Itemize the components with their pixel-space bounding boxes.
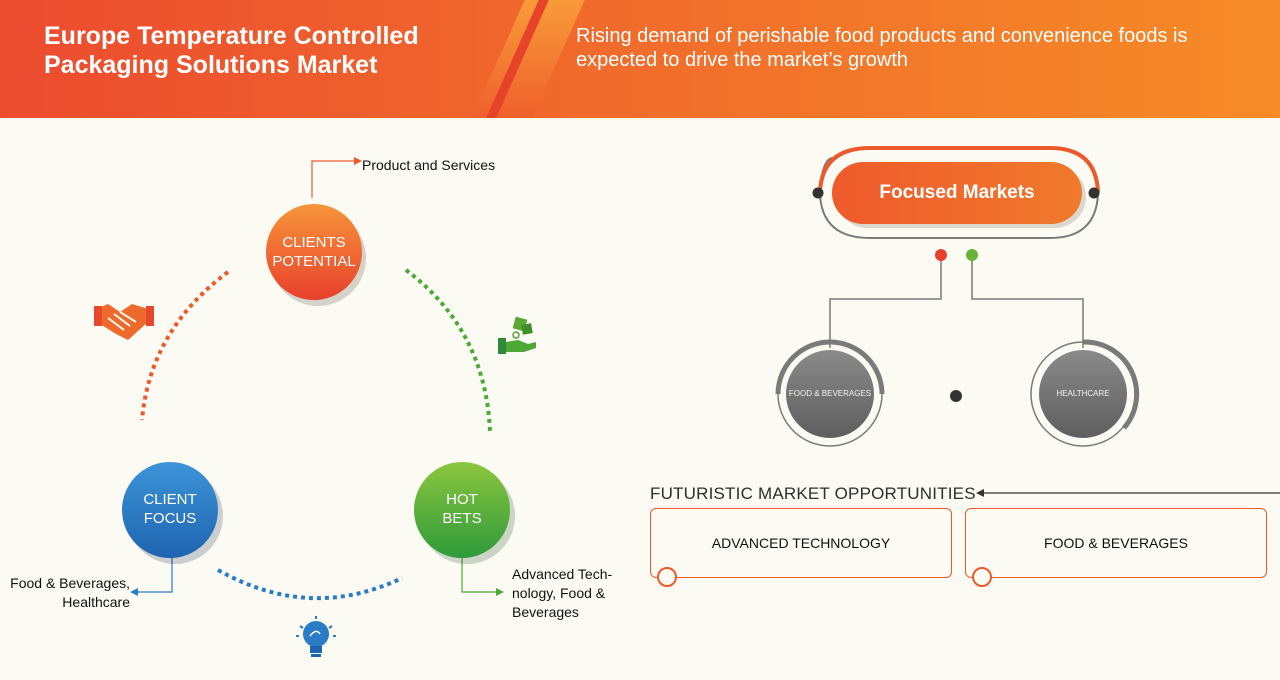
- client-focus-line2: FOCUS: [143, 510, 197, 527]
- client-focus-note: Food & Beverages, Healthcare: [8, 574, 130, 612]
- hot-bets-note-line2: nology, Food &: [512, 585, 606, 601]
- clients-potential-line2: POTENTIAL: [272, 253, 356, 270]
- market-label-food: FOOD & BEVERAGES: [788, 389, 872, 398]
- client-focus-note-line2: Healthcare: [62, 594, 130, 610]
- connector-client-focus: [138, 555, 173, 593]
- opportunity-text-2: FOOD & BEVERAGES: [1044, 535, 1188, 551]
- connector-hot-bets: [461, 555, 496, 593]
- handshake-icon: [94, 304, 154, 340]
- red-dot: [935, 249, 947, 261]
- page-subtitle: Rising demand of perishable food product…: [576, 25, 1188, 71]
- clients-potential-label: CLIENTS POTENTIAL: [264, 233, 364, 271]
- client-focus-line1: CLIENT: [143, 491, 197, 508]
- center-dot: [950, 390, 962, 402]
- opportunity-ring-2: [972, 567, 992, 587]
- money-hand-icon: [498, 316, 536, 354]
- clients-potential-line1: CLIENTS: [282, 234, 346, 251]
- hot-bets-label: HOT BETS: [412, 490, 512, 528]
- hot-bets-note-line3: Beverages: [512, 604, 579, 620]
- market-circle-healthcare: [1039, 350, 1127, 438]
- hot-bets-note: Advanced Tech- nology, Food & Beverages: [512, 565, 612, 622]
- client-focus-label: CLIENT FOCUS: [120, 490, 220, 528]
- arc-orange: [140, 270, 230, 421]
- focused-markets-title: Focused Markets: [879, 182, 1035, 203]
- hot-bets-line1: HOT: [446, 491, 478, 508]
- opportunity-box-1: ADVANCED TECHNOLOGY: [650, 508, 952, 587]
- hot-bets-line2: BETS: [442, 510, 482, 527]
- header-banner: Europe Temperature Controlled Packaging …: [0, 0, 1280, 118]
- arc-blue: [217, 568, 403, 601]
- opportunity-ring-1: [657, 567, 677, 587]
- hot-bets-circle: [414, 462, 510, 558]
- opportunity-box-2: FOOD & BEVERAGES: [965, 508, 1267, 587]
- client-focus-note-line1: Food & Beverages,: [10, 575, 130, 591]
- hot-bets-note-line1: Advanced Tech-: [512, 566, 613, 582]
- connector-clients: [311, 160, 354, 198]
- clients-potential-circle: [266, 204, 362, 300]
- clients-potential-note: Product and Services: [362, 157, 496, 173]
- futuristic-title: FUTURISTIC MARKET OPPORTUNITIES: [650, 484, 976, 503]
- opportunity-text-1: ADVANCED TECHNOLOGY: [711, 535, 891, 551]
- green-dot: [966, 249, 978, 261]
- arc-green: [404, 268, 492, 433]
- client-focus-circle: [122, 462, 218, 558]
- market-label-healthcare: HEALTHCARE: [1056, 389, 1110, 398]
- focused-markets-pill: [832, 162, 1082, 224]
- pill-orange-arc: [818, 146, 1100, 193]
- lightbulb-icon: [296, 616, 336, 657]
- market-circle-food: [786, 350, 874, 438]
- page-title: Europe Temperature Controlled Packaging …: [44, 22, 419, 79]
